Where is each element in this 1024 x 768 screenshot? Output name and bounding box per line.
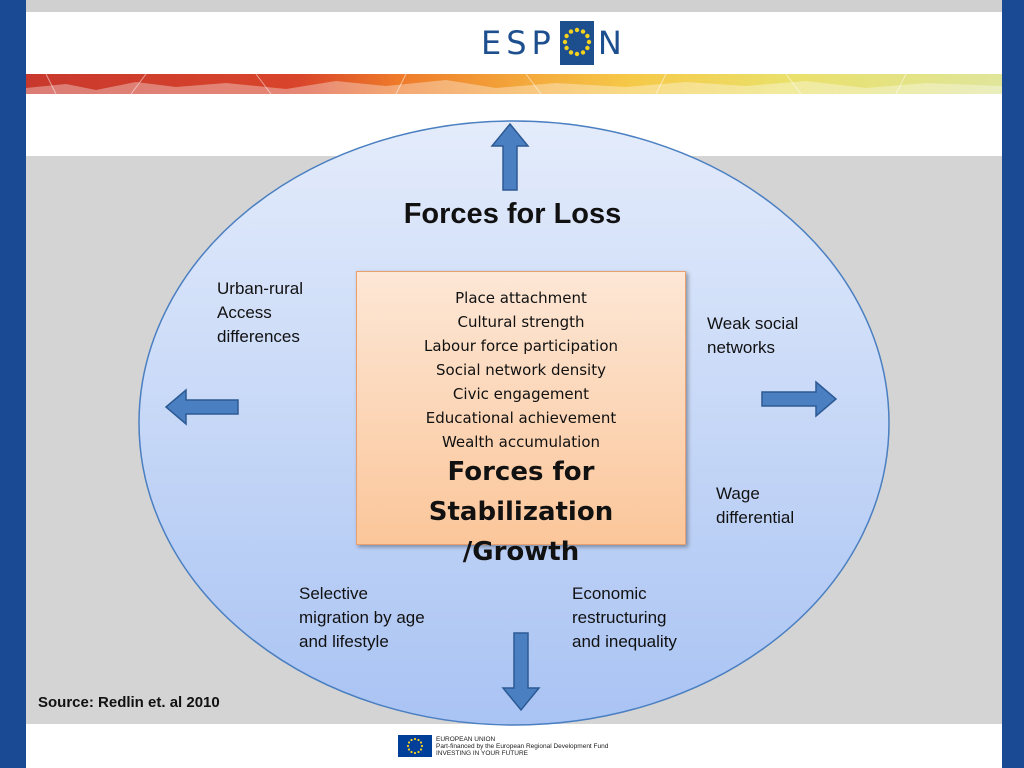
label-line: and inequality	[572, 632, 677, 651]
label-line: networks	[707, 338, 776, 357]
top-strip	[26, 0, 1002, 12]
forces-for-loss-title: Forces for Loss	[403, 198, 622, 230]
label-line: differential	[716, 508, 795, 527]
selective-migration-label: Selective migration by age and lifestyle	[299, 582, 425, 654]
label-line: Wage	[716, 484, 760, 503]
label-line: restructuring	[572, 608, 667, 627]
logo-letters-left: ESP	[481, 24, 556, 62]
urban-rural-label: Urban-rural Access differences	[217, 277, 303, 349]
factor-item: Place attachment	[455, 289, 587, 307]
logo-star-ring-icon	[559, 21, 594, 65]
eu-line-1: EUROPEAN UNION	[436, 736, 496, 743]
arrow-up-icon	[490, 122, 530, 191]
label-line: differences	[217, 327, 300, 346]
footer: EUROPEAN UNION Part-financed by the Euro…	[26, 724, 1002, 768]
factor-item: Civic engagement	[452, 385, 590, 403]
eu-flag-icon	[398, 735, 432, 757]
weak-social-networks-label: Weak social networks	[707, 312, 798, 360]
map-texture-band	[26, 74, 1002, 94]
label-line: Selective	[299, 584, 368, 603]
stabilization-title-line-2: /Growth	[462, 537, 580, 567]
stabilization-box: Place attachment Cultural strength Labou…	[356, 271, 686, 567]
header: ESP N	[26, 12, 1002, 74]
label-line: Urban-rural	[217, 279, 303, 298]
source-citation: Source: Redlin et. al 2010	[38, 694, 220, 711]
arrow-right-icon	[761, 380, 838, 418]
right-frame-bar	[1002, 0, 1024, 768]
label-line: migration by age	[299, 608, 425, 627]
eu-funding-text: EUROPEAN UNION Part-financed by the Euro…	[436, 736, 608, 757]
wage-differential-label: Wage differential	[716, 482, 794, 530]
left-frame-bar	[0, 0, 26, 768]
factor-item: Cultural strength	[457, 313, 585, 331]
eu-line-3: INVESTING IN YOUR FUTURE	[436, 750, 528, 757]
star-ring-icon	[562, 27, 592, 57]
arrow-down-icon	[501, 632, 541, 712]
eu-line-2: Part-financed by the European Regional D…	[436, 743, 609, 750]
factor-item: Social network density	[436, 361, 606, 379]
factor-item: Labour force participation	[423, 337, 619, 355]
stabilization-title: Forces for Stabilization /Growth	[357, 452, 685, 572]
logo-letter-right: N	[597, 24, 627, 62]
espon-logo: ESP N	[481, 18, 627, 68]
label-line: and lifestyle	[299, 632, 389, 651]
economic-restructuring-label: Economic restructuring and inequality	[572, 582, 677, 654]
label-line: Access	[217, 303, 272, 322]
factor-item: Wealth accumulation	[441, 433, 601, 451]
arrow-left-icon	[164, 388, 239, 426]
label-line: Weak social	[707, 314, 799, 333]
label-line: Economic	[572, 584, 647, 603]
stabilization-title-line-1: Forces for Stabilization	[428, 457, 614, 527]
factor-item: Educational achievement	[425, 409, 617, 427]
factor-list: Place attachment Cultural strength Labou…	[357, 286, 685, 454]
